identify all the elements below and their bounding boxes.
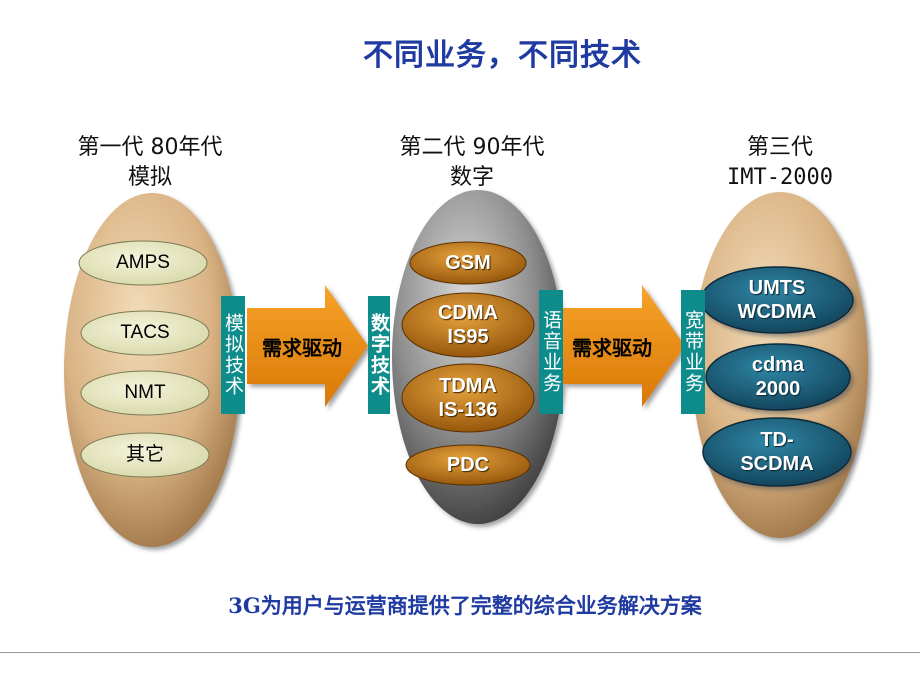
voice-service-label: 语音业务 bbox=[539, 290, 563, 414]
gen1-item-other: 其它 bbox=[125, 444, 164, 465]
digital-tech-label: 数字技术 bbox=[368, 296, 390, 414]
arrow-demand-2 bbox=[563, 285, 685, 407]
gen2-pill-cdma bbox=[401, 292, 535, 358]
gen1-item-amps: AMPS bbox=[116, 252, 170, 273]
gen1-pill-tacs bbox=[80, 310, 210, 356]
gen1-item-tacs: TACS bbox=[120, 322, 170, 343]
gen3-item-cdma2000: cdma 2000 bbox=[751, 354, 805, 400]
gen3-pill-cdma2000 bbox=[705, 343, 851, 411]
footer-summary: 3G为用户与运营商提供了完整的综合业务解决方案 bbox=[228, 593, 702, 618]
arrow-demand-1-label: 需求驱动 bbox=[262, 336, 342, 360]
gen2-label: 第二代 90年代 数字 bbox=[362, 133, 582, 193]
gen1-pill-nmt bbox=[80, 370, 210, 416]
arrow-demand-1 bbox=[247, 285, 368, 407]
gen3-pill-tdscdma bbox=[702, 417, 852, 487]
gen2-item-pdc: PDC bbox=[446, 454, 490, 476]
gen1-type: 模拟 bbox=[127, 165, 172, 190]
gen3-label: 第三代 IMT-2000 bbox=[670, 133, 890, 193]
gen2-pill-pdc bbox=[405, 444, 531, 486]
gen1-label: 第一代 80年代 模拟 bbox=[40, 133, 260, 193]
gen1-pill-other bbox=[80, 432, 210, 478]
page-title: 不同业务，不同技术 bbox=[363, 38, 642, 73]
broadband-service-label: 宽带业务 bbox=[681, 290, 705, 414]
analog-tech-label: 模拟技术 bbox=[221, 296, 245, 414]
gen1-item-nmt: NMT bbox=[124, 382, 166, 403]
gen3-item-tdscdma: TD- SCDMA bbox=[740, 429, 814, 475]
gen2-item-cdma: CDMA IS95 bbox=[438, 302, 498, 348]
gen2-era: 第二代 90年代 bbox=[399, 135, 545, 160]
gen2-pill-gsm bbox=[409, 241, 527, 285]
gen3-type: IMT-2000 bbox=[727, 165, 833, 190]
gen1-era: 第一代 80年代 bbox=[77, 135, 223, 160]
gen3-item-umts: UMTS WCDMA bbox=[737, 277, 817, 323]
gen2-type: 数字 bbox=[449, 165, 494, 190]
gen3-era: 第三代 bbox=[746, 135, 813, 160]
gen2-item-tdma: TDMA IS-136 bbox=[438, 375, 498, 421]
gen2-pill-tdma bbox=[401, 363, 535, 433]
arrow-demand-2-label: 需求驱动 bbox=[572, 336, 652, 360]
gen1-pill-amps bbox=[78, 240, 208, 286]
gen2-item-gsm: GSM bbox=[445, 252, 491, 274]
bottom-divider bbox=[0, 652, 920, 653]
